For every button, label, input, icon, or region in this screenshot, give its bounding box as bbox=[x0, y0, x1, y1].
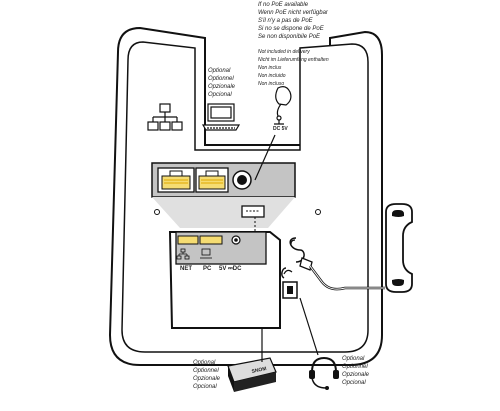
not-included-line-5: Non incluso bbox=[258, 81, 284, 87]
headset-optional-note: Optional Optionnel Opzionale Opcional bbox=[342, 356, 370, 386]
not-included-line-3: Non inclus bbox=[258, 65, 282, 71]
headset-small-icon bbox=[283, 269, 293, 275]
ehs-optional-line-2: Optionnel bbox=[193, 368, 219, 374]
pc-optional-note: Optional Optionnel Opzionale Opcional bbox=[208, 68, 236, 98]
ehs-adapter-icon: SNOM bbox=[227, 357, 277, 392]
ehs-port[interactable] bbox=[241, 205, 265, 218]
not-included-line-2: Nicht im Lieferumfang enthalten bbox=[258, 57, 329, 63]
handset-small-icon bbox=[290, 239, 296, 245]
power-adapter-icon bbox=[274, 86, 292, 125]
no-poe-note: If no PoE available Wenn PoE nicht verfü… bbox=[258, 2, 329, 40]
headset-cable-line bbox=[299, 297, 319, 356]
no-poe-line-5: Se non disponibile PoE bbox=[258, 34, 321, 40]
net-port-top[interactable] bbox=[157, 167, 195, 193]
not-included-line-4: Non incluido bbox=[258, 73, 286, 79]
net-mini-icon bbox=[176, 248, 190, 260]
headset-icon bbox=[309, 356, 339, 390]
no-poe-line-2: Wenn PoE nicht verfügbar bbox=[258, 10, 329, 16]
network-icon bbox=[147, 103, 183, 131]
headset-optional-line-3: Opzionale bbox=[342, 372, 370, 378]
dc-5v-label: DC 5V bbox=[273, 126, 288, 132]
ehs-brand-label: SNOM bbox=[251, 366, 267, 375]
rear-port-panel bbox=[151, 162, 296, 228]
headset-optional-line-1: Optional bbox=[342, 356, 365, 362]
net-port-label: NET bbox=[180, 266, 192, 272]
no-poe-line-3: S'il n'y a pas de PoE bbox=[258, 18, 314, 24]
headset-optional-line-4: Opcional bbox=[342, 380, 366, 386]
not-included-line-1: Not included in delivery bbox=[258, 49, 310, 55]
pc-mini-icon bbox=[200, 248, 212, 259]
pc-optional-line-2: Optionnel bbox=[208, 76, 234, 82]
dc-connector-line bbox=[254, 134, 276, 181]
phone-stand: NET PC 5V ⎓DC bbox=[168, 231, 281, 329]
dc-port-label: 5V ⎓DC bbox=[219, 266, 242, 272]
ehs-optional-line-1: Optional bbox=[193, 360, 216, 366]
no-poe-line-1: If no PoE available bbox=[258, 2, 309, 8]
pc-optional-line-4: Opcional bbox=[208, 92, 232, 98]
pc-port-label: PC bbox=[203, 266, 212, 272]
handset-icon bbox=[385, 203, 413, 293]
no-poe-line-4: Si no se dispone de PoE bbox=[258, 26, 325, 32]
handset-jack-area bbox=[281, 237, 385, 299]
computer-icon bbox=[201, 103, 241, 131]
pc-optional-line-1: Optional bbox=[208, 68, 231, 74]
ehs-optional-note: Optional Optionnel Opzionale Opcional bbox=[193, 360, 221, 390]
ehs-optional-line-3: Opzionale bbox=[193, 376, 221, 382]
headset-optional-line-2: Optionnel bbox=[342, 364, 368, 370]
dc-jack-top[interactable] bbox=[232, 170, 252, 190]
pc-optional-line-3: Opzionale bbox=[208, 84, 236, 90]
not-included-note: Not included in delivery Nicht im Liefer… bbox=[258, 49, 329, 87]
ehs-optional-line-4: Opcional bbox=[193, 384, 217, 390]
pc-port-top[interactable] bbox=[195, 167, 229, 193]
